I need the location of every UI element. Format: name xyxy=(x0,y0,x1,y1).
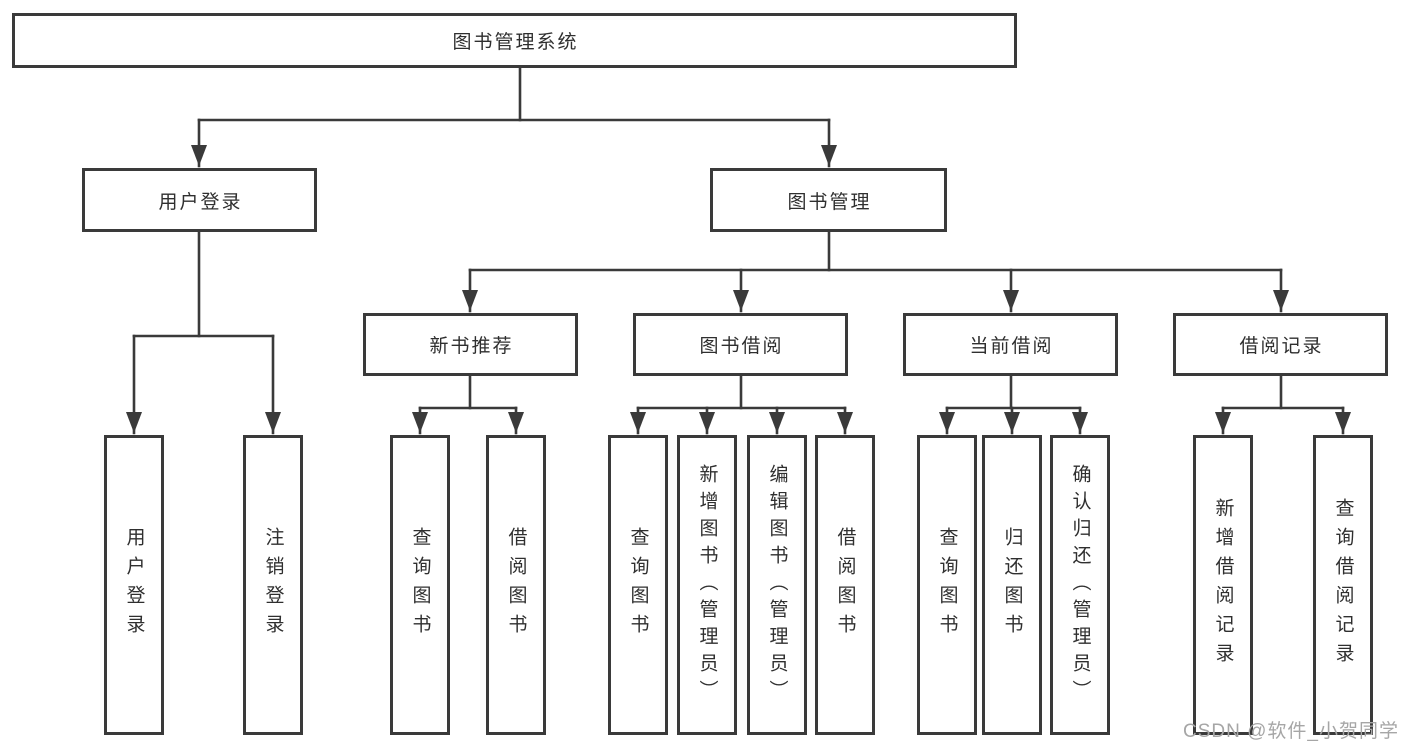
leaf-query-borrow-record: 查询借阅记录 xyxy=(1313,435,1373,735)
node-new-book-recommend: 新书推荐 xyxy=(363,313,578,376)
leaf-query-books-current: 查询图书 xyxy=(917,435,977,735)
leaf-add-borrow-record: 新增借阅记录 xyxy=(1193,435,1253,735)
node-user-login: 用户登录 xyxy=(82,168,317,232)
leaf-edit-book-admin: 编辑图书（管理员） xyxy=(747,435,807,735)
leaf-confirm-return-admin: 确认归还（管理员） xyxy=(1050,435,1110,735)
leaf-add-book-admin: 新增图书（管理员） xyxy=(677,435,737,735)
leaf-query-books-recommend: 查询图书 xyxy=(390,435,450,735)
node-book-borrow: 图书借阅 xyxy=(633,313,848,376)
node-borrow-records: 借阅记录 xyxy=(1173,313,1388,376)
leaf-return-books: 归还图书 xyxy=(982,435,1042,735)
node-library-system: 图书管理系统 xyxy=(12,13,1017,68)
watermark: CSDN @软件_小贺同学 xyxy=(1183,721,1399,742)
leaf-query-books-borrow: 查询图书 xyxy=(608,435,668,735)
leaf-user-login: 用户登录 xyxy=(104,435,164,735)
node-book-management: 图书管理 xyxy=(710,168,947,232)
leaf-borrow-books-recommend: 借阅图书 xyxy=(486,435,546,735)
node-current-borrow: 当前借阅 xyxy=(903,313,1118,376)
leaf-borrow-books-borrow: 借阅图书 xyxy=(815,435,875,735)
leaf-logout: 注销登录 xyxy=(243,435,303,735)
